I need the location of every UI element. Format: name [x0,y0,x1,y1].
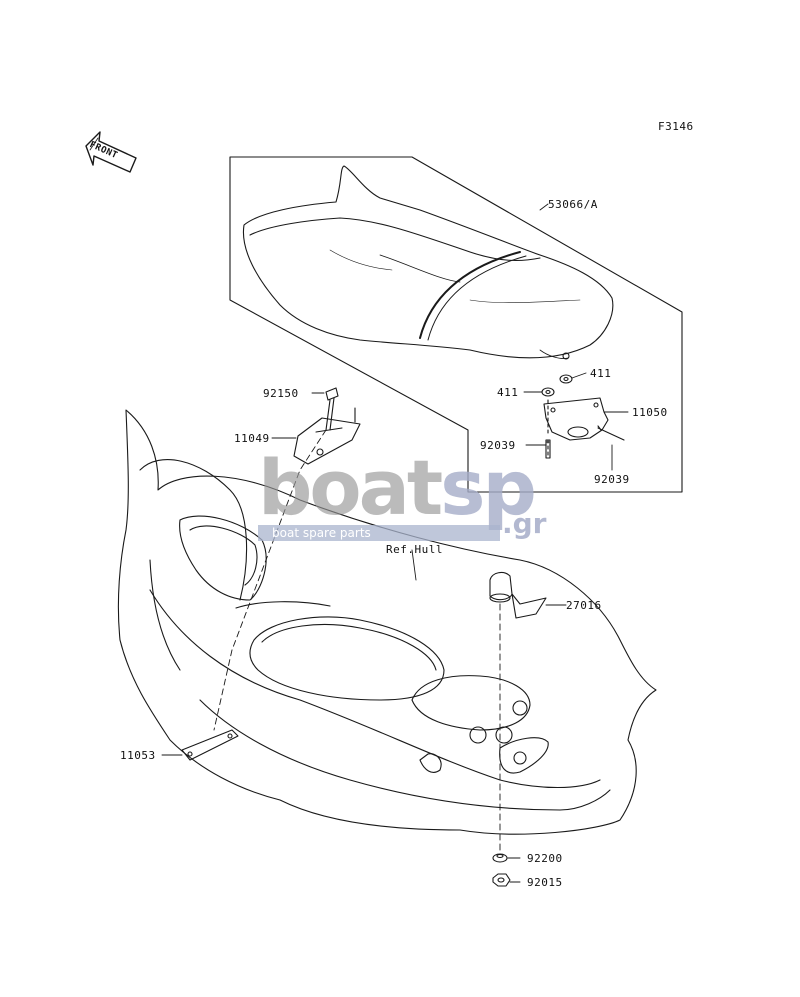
hull [117,409,657,835]
label-washer-a: 411 [590,367,612,380]
watermark-tld: .gr [502,507,547,540]
label-bracket-left: 11049 [234,432,270,445]
leader-lines [161,203,629,883]
washer-left [541,387,555,397]
assembly-lines [213,429,501,853]
plate [181,729,239,761]
label-seat: 53066/A [548,198,598,211]
label-hull-ref: Ref.Hull [386,543,443,556]
label-bolt: 92150 [263,387,299,400]
watermark-sp: sp [440,443,537,532]
label-pin-left: 92039 [480,439,516,452]
label-washer-b: 411 [497,386,519,399]
seat [242,165,614,360]
label-bracket-right: 11050 [632,406,668,419]
label-pin-right: 92039 [594,473,630,486]
nut [492,873,511,887]
label-nut: 92015 [527,876,563,889]
hook [489,571,547,619]
watermark-tagline: boat spare parts [258,525,500,541]
bracket-left [293,407,361,465]
label-plate: 11053 [120,749,156,762]
label-hook: 27016 [566,599,602,612]
watermark-brand: boatsp [258,450,537,526]
bracket-right [543,397,609,441]
bolt [325,387,339,431]
watermark-main: boat [258,443,443,532]
figure-code: F3146 [658,120,694,133]
seat-assembly-frame [229,156,683,493]
pin-right [597,425,625,441]
washer-right [559,374,573,384]
label-washer-bottom: 92200 [527,852,563,865]
front-arrow-icon [85,131,137,173]
pin-left [545,399,551,459]
